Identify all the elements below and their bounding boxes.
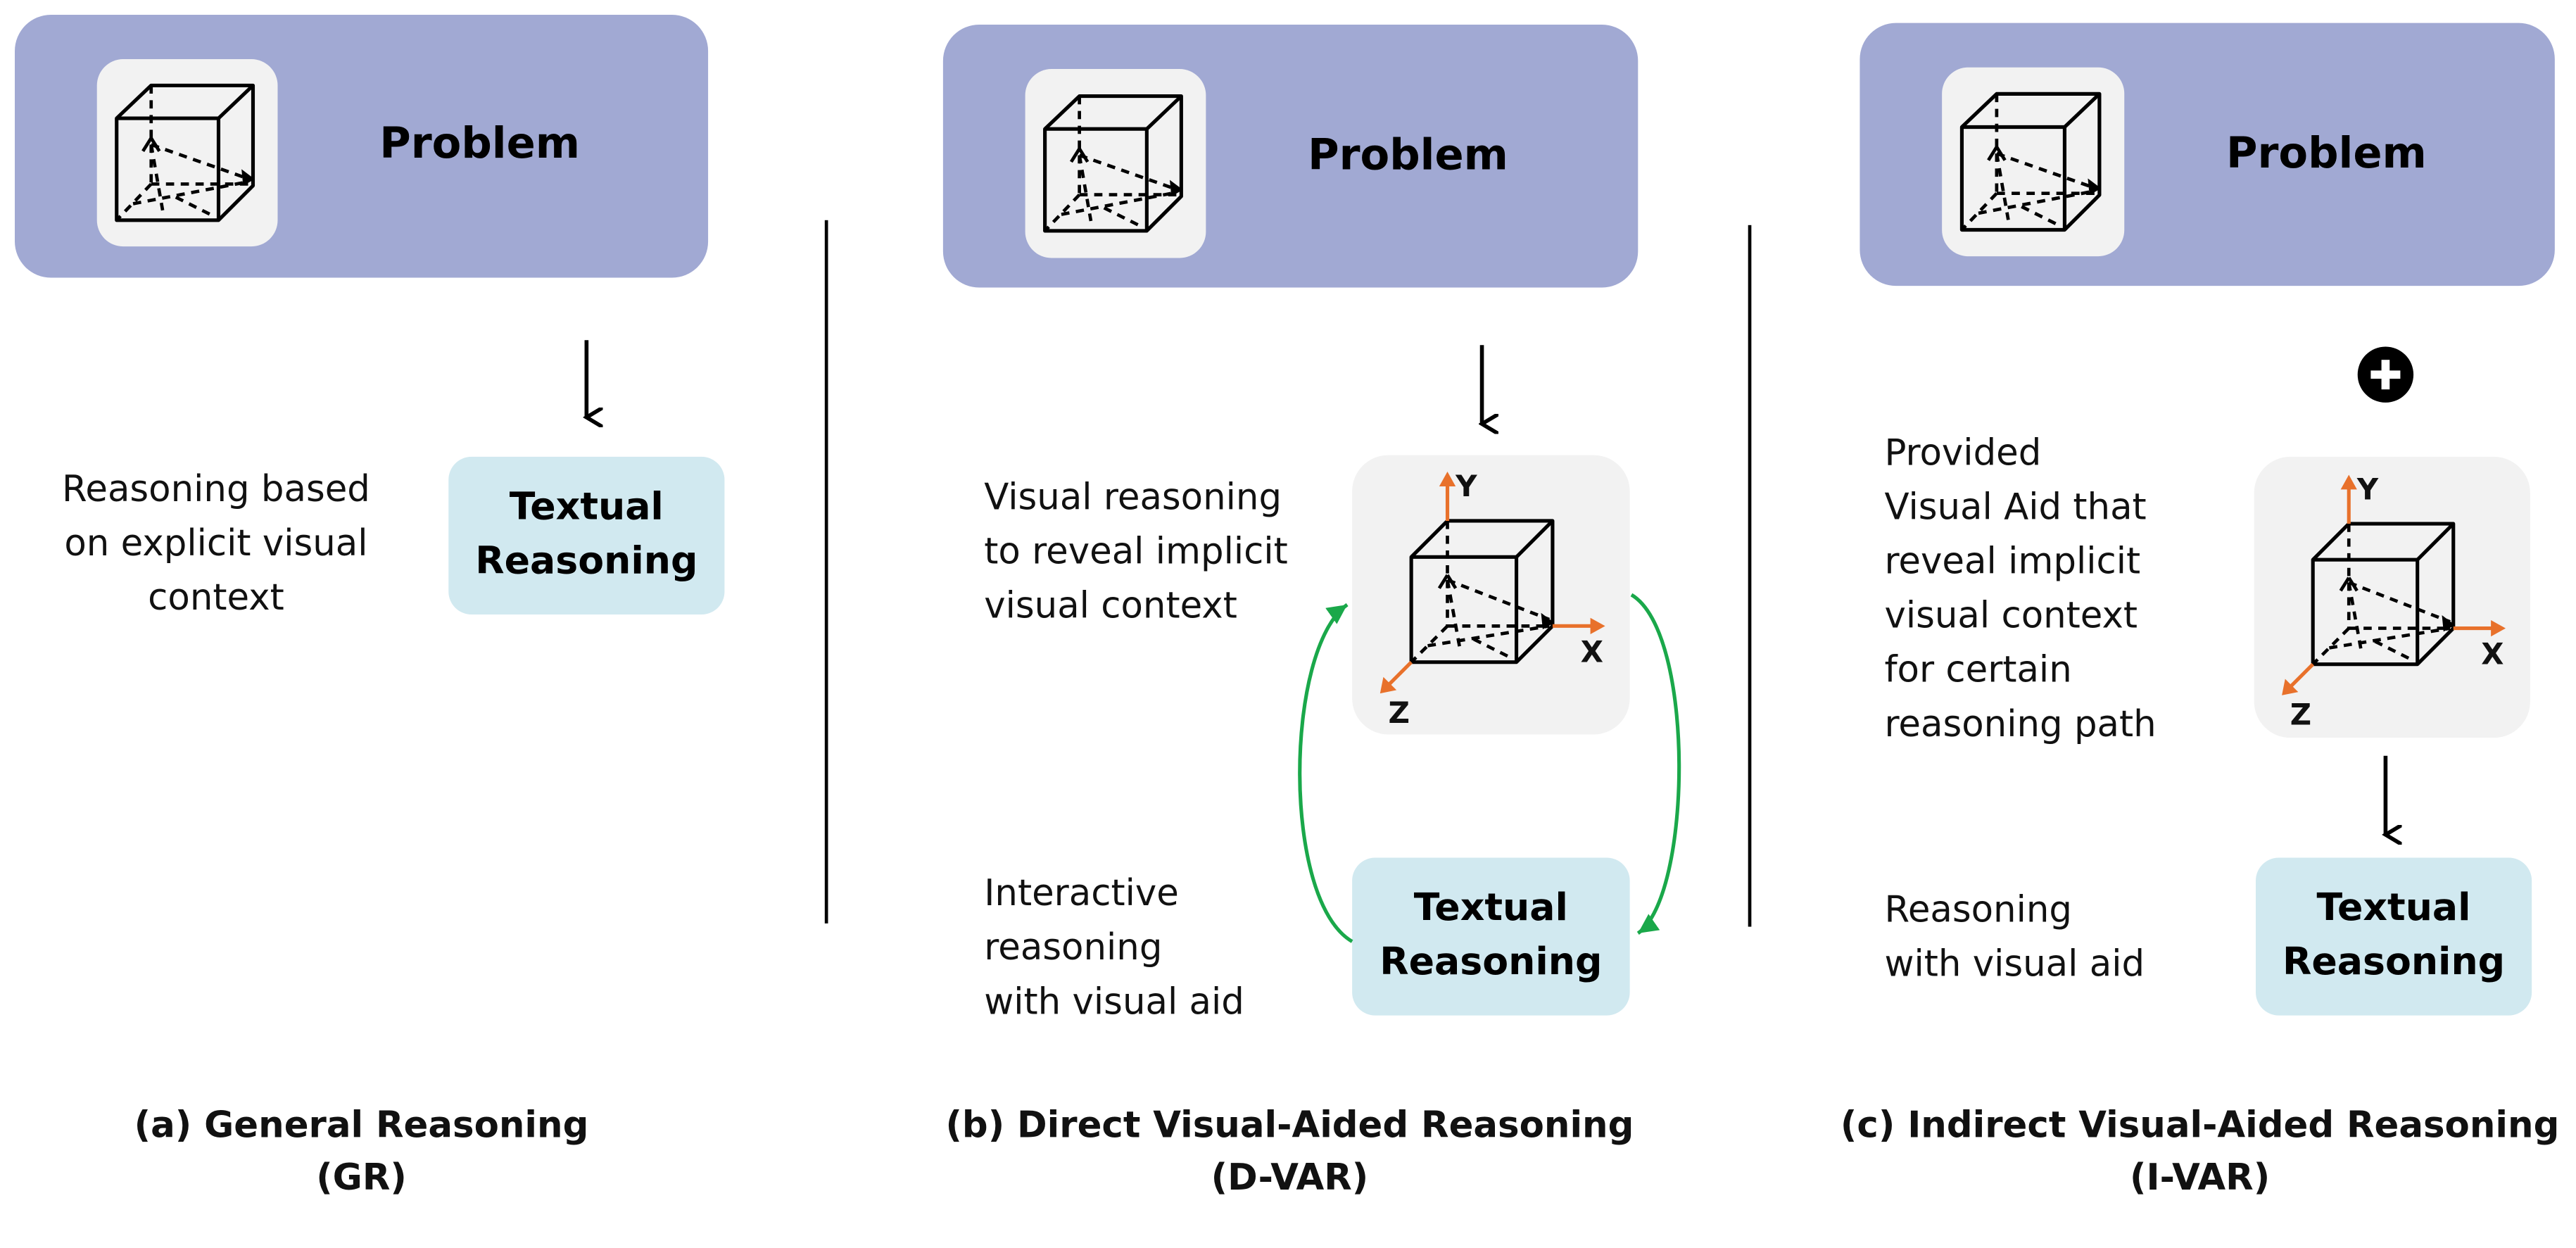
dvar-caption: (b) Direct Visual-Aided Reasoning (D-VAR… [945, 1105, 1634, 1200]
dvar-problem-label: Problem [1308, 131, 1508, 181]
dvar-textual-reasoning-box: Textual Reasoning [1352, 857, 1630, 1016]
gr-caption: (a) General Reasoning (GR) [134, 1105, 589, 1200]
dvar-visual-aid-box: Y X Z [1352, 455, 1630, 735]
dvar-problem-box: Problem [942, 25, 1639, 288]
ivar-problem-thumbnail [1942, 67, 2125, 257]
cube-icon [1959, 92, 2102, 232]
ivar-visual-aid-box: Y X Z [2254, 456, 2530, 738]
ivar-problem-box: Problem [1860, 23, 2555, 286]
dvar-description-bottom: Interactive reasoning with visual aid [984, 874, 1244, 1024]
ivar-problem-label: Problem [2225, 130, 2427, 179]
gr-problem-thumbnail [96, 59, 278, 247]
ivar-caption: (c) Indirect Visual-Aided Reasoning (I-V… [1840, 1105, 2560, 1200]
cube-with-axes: Y X Z [1379, 469, 1605, 730]
dvar-problem-thumbnail [1025, 69, 1206, 258]
interaction-arrow-down [1630, 593, 1681, 935]
divider-right [1748, 225, 1752, 927]
ivar-description-bottom: Reasoning with visual aid [1884, 890, 2145, 986]
gr-problem-box: Problem [15, 15, 709, 278]
cube-icon [115, 83, 255, 222]
svg-text:X: X [2481, 637, 2504, 672]
svg-text:Y: Y [2356, 472, 2379, 506]
gr-textual-reasoning-box: Textual Reasoning [448, 456, 725, 615]
divider-left [824, 220, 828, 924]
svg-text:Z: Z [2290, 698, 2311, 732]
gr-problem-label: Problem [379, 120, 581, 170]
svg-text:X: X [1581, 635, 1603, 669]
ivar-textual-reasoning-box: Textual Reasoning [2255, 857, 2532, 1016]
plus-icon [2357, 346, 2414, 403]
svg-text:Y: Y [1455, 469, 1477, 503]
dvar-description-top: Visual reasoning to reveal implicit visu… [984, 478, 1288, 628]
cube-with-axes: Y X Z [2282, 472, 2506, 732]
ivar-description-top: Provided Visual Aid that reveal implicit… [1884, 434, 2157, 746]
interaction-arrow-up [1298, 603, 1353, 943]
cube-icon [1043, 94, 1183, 233]
gr-description: Reasoning based on explicit visual conte… [61, 469, 370, 620]
svg-text:Z: Z [1388, 695, 1409, 730]
